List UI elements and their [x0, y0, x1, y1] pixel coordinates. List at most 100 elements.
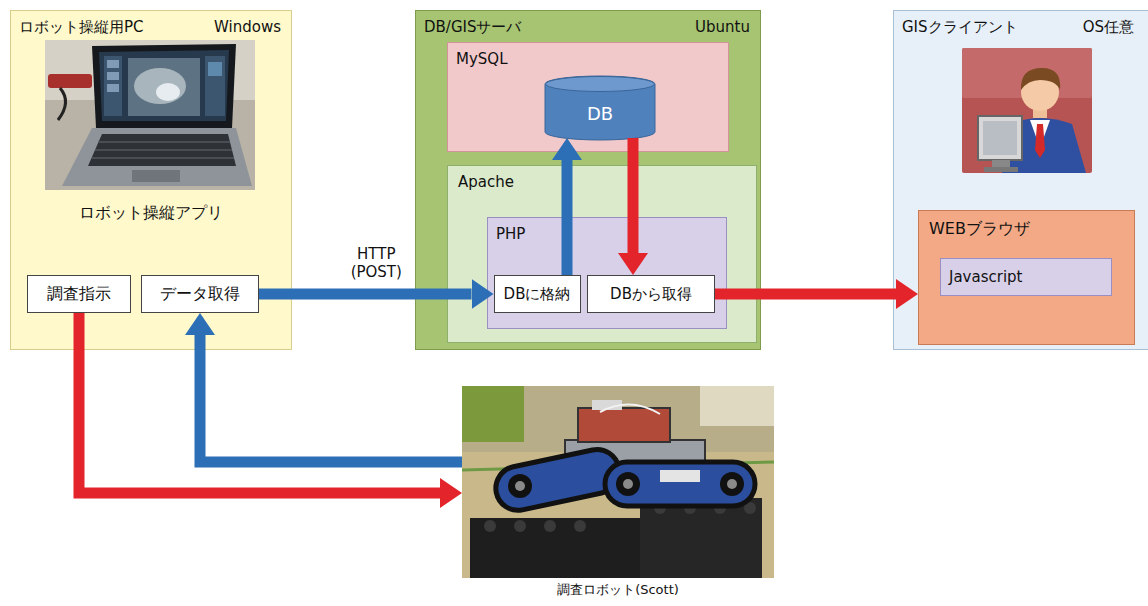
script-box: Javascript: [940, 258, 1112, 296]
text-slot: PHP: [496, 224, 525, 243]
robot-photo-part: [605, 462, 755, 506]
panel-text: Windows: [214, 18, 281, 36]
robot-photo-part: [508, 474, 532, 498]
arrow-connector: [628, 138, 639, 253]
laptop-photo-part: [128, 58, 200, 116]
laptop-photo-part: [95, 149, 232, 151]
panel-text: ロボット操縦アプリ: [79, 203, 223, 222]
user-icon-part: [992, 160, 1010, 168]
robot-photo: [462, 386, 774, 578]
edge-label-holder: HTTP (POST): [351, 245, 402, 281]
laptop-photo-part: [208, 62, 222, 76]
user-icon-part: [1030, 120, 1050, 148]
panel-text: OS任意: [1083, 18, 1134, 36]
laptop-photo: [45, 40, 255, 190]
panel-heading: MySQL: [456, 50, 508, 68]
panel-heading: PHP: [496, 225, 525, 243]
arrow-connector: [79, 313, 440, 493]
robot-photo-part: [470, 518, 700, 578]
server-panel: DB/GISサーバ UbuntuMySQL DB ApachePHPDBに格納DBから…: [415, 10, 761, 350]
mysql-box: MySQL DB: [447, 42, 729, 152]
pc-panel: ロボット操縦用PCWindowsロボット操縦アプリ調査指示データ取得: [10, 10, 292, 350]
robot-photo-part: [654, 502, 666, 514]
laptop-photo-part: [45, 40, 255, 100]
text-slot: GISクライアント: [902, 17, 1018, 36]
laptop-photo-part: [58, 88, 66, 120]
browser-box: WEBブラウザ Javascript: [918, 210, 1135, 345]
robot-photo-part: [515, 481, 525, 491]
robot-photo-part: [514, 520, 526, 532]
robot-photo-part: [684, 502, 696, 514]
robot-photo-part: [492, 445, 623, 514]
robot-photo-part: [462, 386, 774, 452]
laptop-photo-part: [92, 157, 234, 159]
robot-photo-part: [660, 470, 700, 482]
robot-photo-part: [640, 498, 762, 578]
client-panel: GISクライアント OS任意 WEBブラウザ Javascript: [893, 10, 1148, 350]
panel-heading: GISクライアント: [902, 18, 1018, 36]
panel-heading: WEBブラウザ: [929, 219, 1030, 238]
robot-photo-part: [565, 440, 705, 480]
user-icon: [962, 48, 1092, 173]
arrow-connector: [715, 289, 896, 300]
function-box: DBから取得: [587, 275, 715, 313]
text-slot: WEBブラウザ: [929, 219, 1030, 238]
user-icon-part: [1021, 73, 1059, 111]
robot-photo-part: [462, 386, 524, 442]
laptop-photo-part: [88, 134, 236, 166]
user-icon-part: [1035, 124, 1045, 158]
robot-photo-part: [744, 502, 756, 514]
text-slot: ロボット操縦アプリ: [11, 203, 291, 222]
function-box: データ取得: [141, 275, 259, 313]
user-icon-part: [1002, 118, 1086, 173]
text-slot: OS任意: [1083, 17, 1134, 36]
robot-photo-part: [616, 472, 640, 496]
text-slot: Windows: [214, 17, 281, 36]
laptop-photo-part: [205, 56, 225, 116]
text-slot: 調査ロボット(Scott): [462, 579, 774, 598]
database-cylinder: DB: [545, 76, 655, 140]
robot-photo-part: [600, 404, 660, 414]
panel-heading: Apache: [458, 173, 514, 191]
robot-node: 調査ロボット(Scott): [462, 386, 774, 596]
robot-photo-part: [623, 479, 633, 489]
robot-photo-part: [700, 386, 774, 426]
laptop-photo-part: [98, 141, 230, 143]
box-label: DBから取得: [610, 285, 692, 303]
text-slot: Apache: [458, 172, 514, 191]
laptop-photo-part: [45, 40, 255, 190]
arrow-connector: [259, 289, 472, 300]
panel-heading: ロボット操縦用PC: [19, 18, 144, 36]
robot-photo-part: [462, 386, 774, 578]
user-icon-part: [962, 48, 1092, 173]
text-slot: Ubuntu: [695, 17, 750, 36]
edge-label: HTTP (POST): [351, 245, 402, 281]
laptop-photo-part: [107, 72, 119, 80]
user-icon-part: [1021, 68, 1060, 90]
laptop-photo-part: [92, 44, 236, 128]
user-icon-part: [984, 167, 1018, 172]
arrow-connector: [562, 160, 573, 275]
user-icon-part: [978, 116, 1022, 160]
user-icon-part: [1033, 106, 1047, 118]
cylinder-body: [545, 76, 655, 140]
php-box: PHPDBに格納DBから取得: [487, 217, 727, 329]
robot-photo-part: [574, 520, 586, 532]
user-icon-part: [962, 48, 1092, 98]
panel-heading: DB/GISサーバ: [424, 18, 521, 36]
box-label: データ取得: [160, 284, 240, 303]
laptop-photo-part: [156, 83, 180, 101]
laptop-photo-part: [134, 68, 186, 104]
robot-photo-part: [714, 502, 726, 514]
box-label: Javascript: [949, 268, 1022, 286]
robot-photo-part: [720, 472, 744, 496]
robot-photo-part: [592, 400, 622, 410]
text-slot: ロボット操縦用PC: [19, 17, 144, 36]
laptop-photo-part: [107, 84, 119, 92]
laptop-photo-part: [104, 56, 122, 116]
laptop-photo-part: [107, 60, 119, 68]
user-icon-part: [983, 121, 1017, 155]
laptop-photo-part: [48, 74, 92, 88]
